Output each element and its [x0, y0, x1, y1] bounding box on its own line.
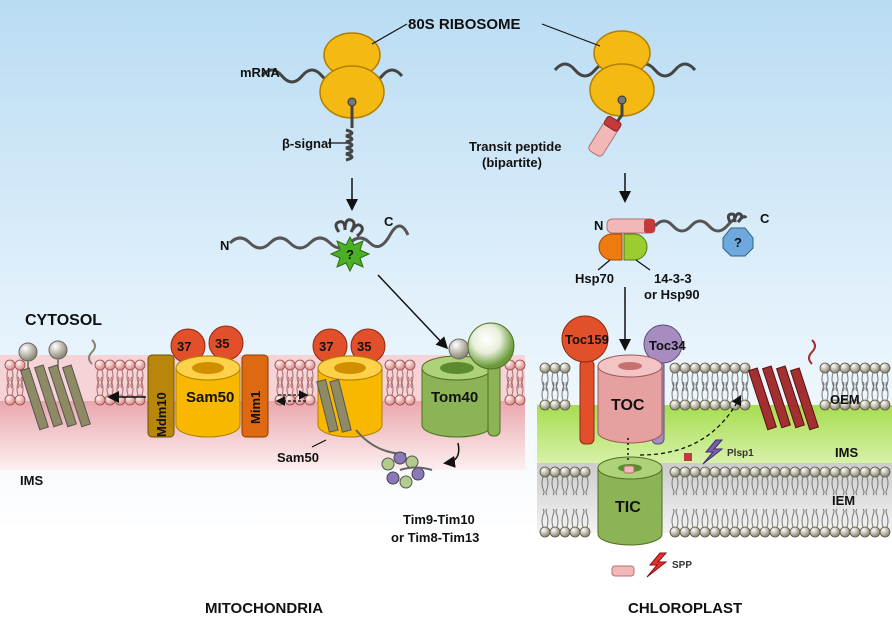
question-mark-right: ? — [734, 235, 742, 250]
lipid-bilayer-right — [539, 362, 891, 538]
exit-tunnel-right — [617, 95, 627, 105]
cytosol-label: CYTOSOL — [25, 312, 102, 329]
c-terminus-left: C — [384, 214, 394, 229]
beta-barrel-protein-right — [747, 339, 819, 431]
plsp1-label: Plsp1 — [727, 448, 754, 459]
mdm10-protein: Mdm10 — [147, 354, 175, 438]
beta-barrel-protein-left — [18, 339, 96, 431]
dashed-arrow-to-oem-barrel — [639, 394, 742, 456]
hsp70-chaperone — [598, 233, 623, 261]
chaperone-octagon — [722, 227, 754, 257]
spp-label: SPP — [672, 560, 692, 571]
iem-label: IEM — [832, 493, 855, 508]
exit-tunnel-left — [347, 97, 357, 107]
c-terminus-right: C — [760, 211, 770, 226]
chaperone-star — [329, 235, 371, 273]
transit-peptide-label: Transit peptide — [469, 139, 561, 154]
sam35-label-2: 35 — [357, 339, 371, 354]
lipid-bilayer-left — [4, 359, 526, 406]
tim-label-2: or Tim8-Tim13 — [391, 530, 479, 545]
sam-complex-side: 37 35 Sam50 — [277, 328, 407, 465]
toc-channel: TOC — [597, 354, 663, 444]
chloroplast-title: CHLOROPLAST — [628, 600, 742, 617]
ims-left-label: IMS — [20, 473, 43, 488]
tim-label-1: Tim9-Tim10 — [403, 512, 475, 527]
ribosome-label: 80S RIBOSOME — [408, 16, 521, 33]
tom40-label: Tom40 — [431, 389, 478, 406]
sam35-label: 35 — [215, 336, 229, 351]
beta-signal-label: β-signal — [282, 136, 332, 151]
n-terminus-right: N — [594, 218, 603, 233]
oem-label: OEM — [830, 392, 860, 407]
plsp1-bolt-icon — [702, 439, 724, 465]
mrna-label: mRNA — [240, 65, 280, 80]
mdm10-label: Mdm10 — [154, 392, 169, 437]
tic-label: TIC — [615, 499, 641, 516]
question-mark-left: ? — [346, 247, 354, 262]
spp-protease: SPP — [611, 552, 692, 578]
sam37-label: 37 — [177, 339, 191, 354]
ims-right-label: IMS — [835, 445, 858, 460]
mitochondria-title: MITOCHONDRIA — [205, 600, 323, 617]
tim-chaperone-complex: Tim9-Tim10 or Tim8-Tim13 — [381, 451, 479, 545]
chloro-precursor-chain: N C ? Hsp70 14-3-3 or Hsp90 — [575, 211, 770, 302]
hsp90-label: or Hsp90 — [644, 287, 700, 302]
tom40-complex: Tom40 — [421, 322, 515, 468]
transit-peptide-sublabel: (bipartite) — [482, 155, 542, 170]
toc-label: TOC — [611, 397, 645, 414]
mim1-label: Mim1 — [248, 391, 263, 424]
tic-channel: TIC — [597, 456, 663, 546]
toc34-label: Toc34 — [649, 338, 686, 353]
mito-precursor-chain: N C ? — [220, 214, 410, 273]
sam-complex: 37 35 Sam50 — [170, 325, 244, 438]
beta-signal-coil — [345, 128, 354, 162]
spp-bolt-icon — [646, 552, 668, 578]
tom-receptor-small — [448, 338, 470, 360]
sam50-lower-label: Sam50 — [277, 450, 319, 465]
sam50-label: Sam50 — [186, 389, 234, 406]
toc159-receptor: Toc159 — [561, 315, 609, 445]
ribosome-right: Transit peptide (bipartite) — [469, 30, 697, 170]
tom-receptor-head — [467, 322, 515, 370]
arrow-chain-to-tom40 — [377, 274, 449, 350]
ribosome-left: mRNA β-signal — [240, 32, 404, 162]
n-terminus-left: N — [220, 238, 229, 253]
transit-peptide-cylinder — [588, 115, 622, 157]
plsp1-protease: Plsp1 — [684, 439, 754, 465]
mim1-protein: Mim1 — [241, 354, 269, 438]
toc159-label: Toc159 — [565, 332, 609, 347]
sam37-label-2: 37 — [319, 339, 333, 354]
14-3-3-label: 14-3-3 — [654, 271, 692, 286]
14-3-3-chaperone — [623, 233, 648, 261]
hsp70-label: Hsp70 — [575, 271, 614, 286]
